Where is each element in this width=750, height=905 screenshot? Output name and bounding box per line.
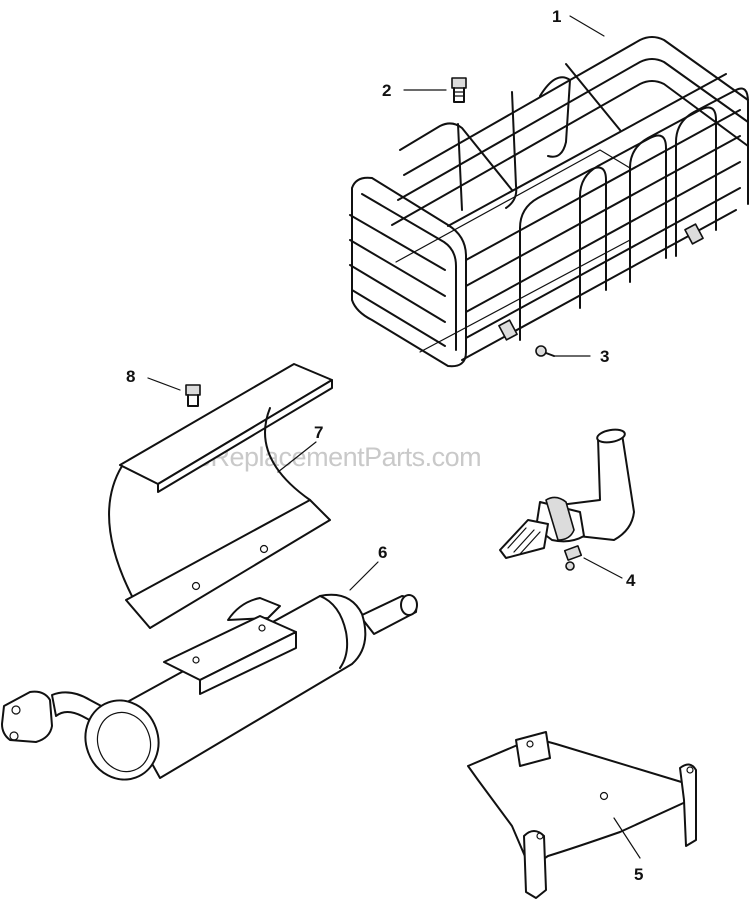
- screw-part-3: [535, 345, 555, 357]
- exhaust-elbow-part-4: [499, 428, 635, 571]
- bolt-part-8: [185, 384, 201, 407]
- wire-guard-cage: [349, 36, 749, 368]
- watermark-text: eReplacementParts.com: [196, 442, 481, 472]
- leader-line-5: [613, 817, 641, 859]
- leader-lines: [147, 15, 641, 859]
- callout-3: 3: [600, 347, 609, 366]
- callout-8: 8: [126, 367, 135, 386]
- callout-5: 5: [634, 865, 643, 884]
- callout-6: 6: [378, 543, 387, 562]
- callout-7: 7: [314, 423, 323, 442]
- heat-shield-part-7: [108, 363, 333, 629]
- callout-2: 2: [382, 81, 391, 100]
- callout-labels: 1 2 3 4 5 6 7 8: [126, 7, 643, 884]
- callout-1: 1: [552, 7, 561, 26]
- leader-line-1: [569, 15, 605, 37]
- bolt-part-2: [451, 77, 467, 103]
- leader-line-4: [583, 557, 623, 579]
- mounting-bracket-part-5: [467, 731, 697, 899]
- callout-4: 4: [626, 571, 636, 590]
- muffler-part-6: [1, 593, 418, 781]
- leader-line-7: [277, 441, 317, 473]
- leader-line-6: [349, 561, 379, 591]
- leader-line-8: [147, 377, 181, 391]
